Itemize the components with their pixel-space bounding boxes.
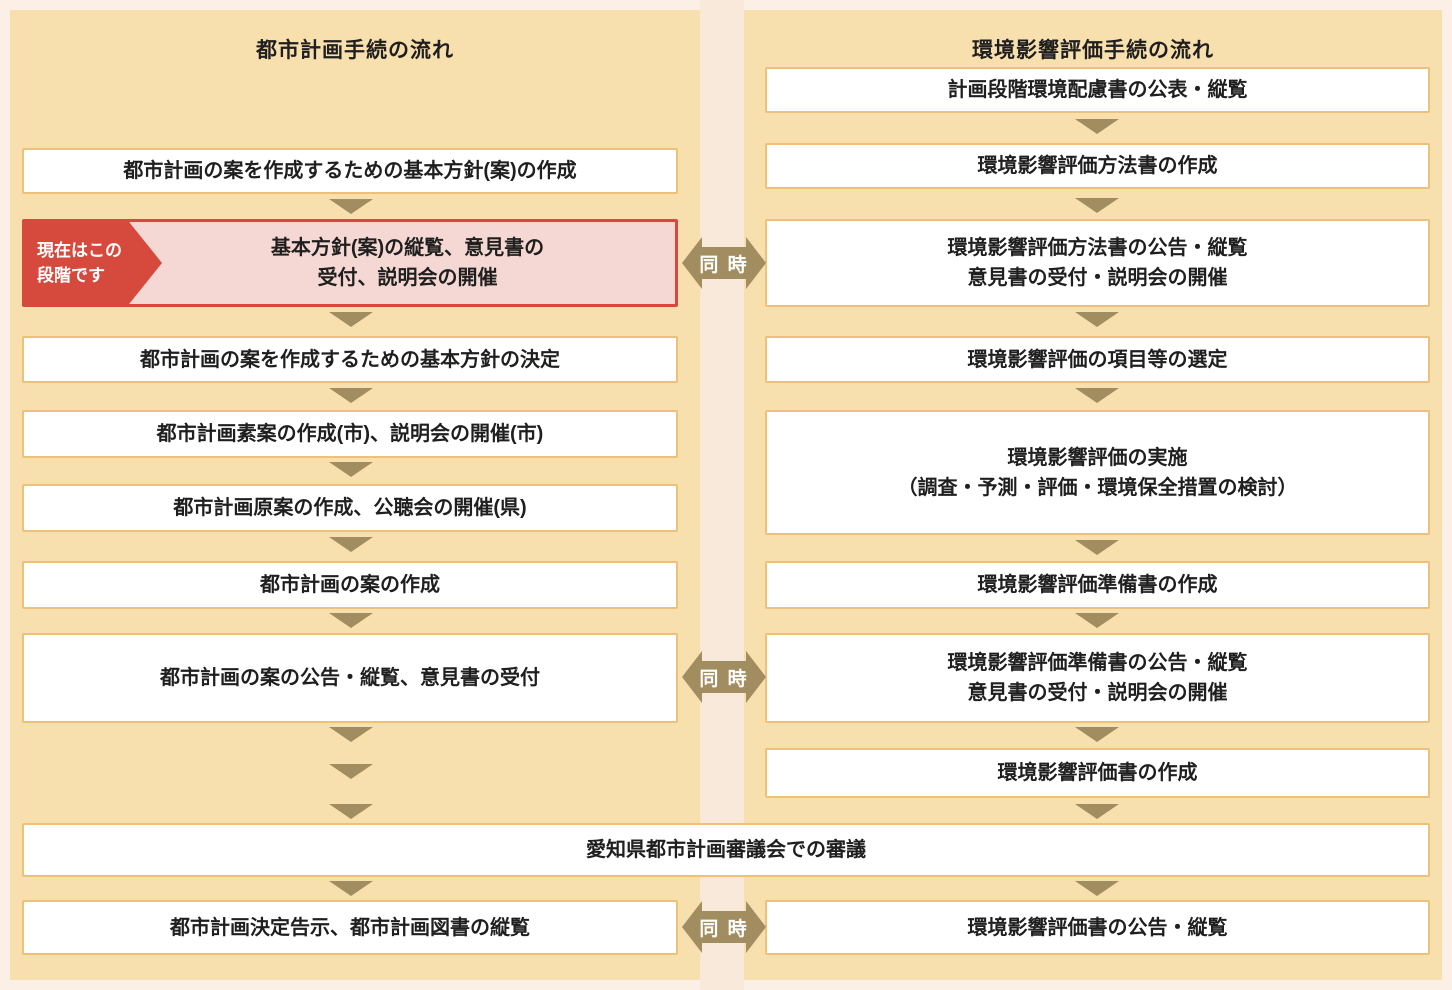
step-label: 都市計画の案を作成するための基本方針(案)の作成 (123, 160, 577, 182)
down-arrow-icon (329, 312, 373, 327)
down-arrow-icon (1075, 388, 1119, 403)
step-label: 愛知県都市計画審議会での審議 (586, 839, 866, 861)
down-arrow-icon (1075, 613, 1119, 628)
simultaneous-badge: 同 時 (682, 235, 766, 291)
step-box: 計画段階環境配慮書の公表・縦覧 (765, 67, 1430, 113)
step-box: 環境影響評価の実施 （調査・予測・評価・環境保全措置の検討） (765, 410, 1430, 535)
simultaneous-label: 同 時 (699, 668, 749, 690)
down-arrow-icon (329, 804, 373, 819)
step-box: 環境影響評価の項目等の選定 (765, 336, 1430, 383)
double-arrow-icon (682, 237, 766, 289)
double-arrow-icon (682, 901, 766, 953)
step-label: 環境影響評価準備書の作成 (977, 574, 1218, 596)
step-box: 都市計画の案を作成するための基本方針(案)の作成 (22, 148, 678, 194)
down-arrow-icon (329, 613, 373, 628)
step-box: 都市計画原案の作成、公聴会の開催(県) (22, 484, 678, 532)
current-stage-marker: 現在はこの 段階です (25, 222, 162, 304)
down-arrow-icon (329, 462, 373, 477)
city-planning-title: 都市計画手続の流れ (256, 39, 454, 62)
step-box: 環境影響評価方法書の作成 (765, 143, 1430, 189)
current-stage-marker-line: 現在はこの (37, 240, 122, 260)
step-label: 都市計画原案の作成、公聴会の開催(県) (173, 497, 527, 519)
step-label: 受付、説明会の開催 (317, 267, 498, 289)
step-label: 都市計画の案の作成 (260, 574, 440, 596)
step-label: 基本方針(案)の縦覧、意見書の (270, 237, 545, 259)
step-label: 計画段階環境配慮書の公表・縦覧 (947, 79, 1248, 101)
down-arrow-icon (1075, 312, 1119, 327)
down-arrow-icon (329, 764, 373, 779)
down-arrow-icon (1075, 727, 1119, 742)
step-label: 都市計画素案の作成(市)、説明会の開催(市) (156, 423, 544, 445)
simultaneous-badge: 同 時 (682, 899, 766, 955)
step-box: 都市計画の案の公告・縦覧、意見書の受付 (22, 633, 678, 723)
down-arrow-icon (1075, 804, 1119, 819)
environment-assessment-title: 環境影響評価手続の流れ (972, 39, 1214, 62)
step-label: 都市計画の案の公告・縦覧、意見書の受付 (160, 667, 540, 689)
step-label: 環境影響評価方法書の作成 (977, 155, 1218, 177)
step-label: 環境影響評価書の公告・縦覧 (967, 916, 1228, 939)
step-label: 意見書の受付・説明会の開催 (967, 267, 1228, 289)
down-arrow-icon (1075, 540, 1119, 555)
step-label: 環境影響評価準備書の公告・縦覧 (947, 652, 1248, 674)
down-arrow-icon (1075, 119, 1119, 134)
step-box: 都市計画の案を作成するための基本方針の決定 (22, 336, 678, 383)
down-arrow-icon (329, 881, 373, 896)
step-box: 環境影響評価準備書の公告・縦覧 意見書の受付・説明会の開催 (765, 633, 1430, 723)
simultaneous-badge: 同 時 (682, 649, 766, 705)
down-arrow-icon (329, 537, 373, 552)
step-box: 都市計画決定告示、都市計画図書の縦覧 (22, 900, 678, 955)
double-arrow-icon (682, 651, 766, 703)
step-label: 意見書の受付・説明会の開催 (967, 682, 1228, 704)
down-arrow-icon (1075, 881, 1119, 896)
step-box: 都市計画の案の作成 (22, 561, 678, 609)
current-stage-text: 基本方針(案)の縦覧、意見書の 受付、説明会の開催 (165, 222, 650, 304)
down-arrow-icon (329, 388, 373, 403)
current-stage-marker-line: 段階です (37, 266, 105, 285)
step-label: 環境影響評価方法書の公告・縦覧 (947, 237, 1248, 259)
step-label: 都市計画の案を作成するための基本方針の決定 (140, 348, 560, 371)
down-arrow-icon (329, 199, 373, 214)
down-arrow-icon (329, 727, 373, 742)
current-stage-highlight-box: 現在はこの 段階です 基本方針(案)の縦覧、意見書の 受付、説明会の開催 (22, 219, 678, 307)
step-box: 環境影響評価書の作成 (765, 748, 1430, 798)
step-label: 環境影響評価書の作成 (997, 762, 1198, 784)
step-box: 環境影響評価準備書の作成 (765, 561, 1430, 609)
down-arrow-icon (1075, 198, 1119, 213)
step-label: 都市計画決定告示、都市計画図書の縦覧 (170, 916, 530, 939)
council-review-box: 愛知県都市計画審議会での審議 (22, 823, 1430, 877)
step-label: （調査・予測・評価・環境保全措置の検討） (897, 476, 1298, 499)
simultaneous-label: 同 時 (699, 918, 749, 940)
step-box: 環境影響評価書の公告・縦覧 (765, 900, 1430, 955)
step-label: 環境影響評価の項目等の選定 (967, 348, 1228, 371)
step-box: 環境影響評価方法書の公告・縦覧 意見書の受付・説明会の開催 (765, 219, 1430, 307)
step-box: 都市計画素案の作成(市)、説明会の開催(市) (22, 410, 678, 458)
simultaneous-label: 同 時 (699, 254, 749, 276)
step-label: 環境影響評価の実施 (1007, 446, 1188, 469)
